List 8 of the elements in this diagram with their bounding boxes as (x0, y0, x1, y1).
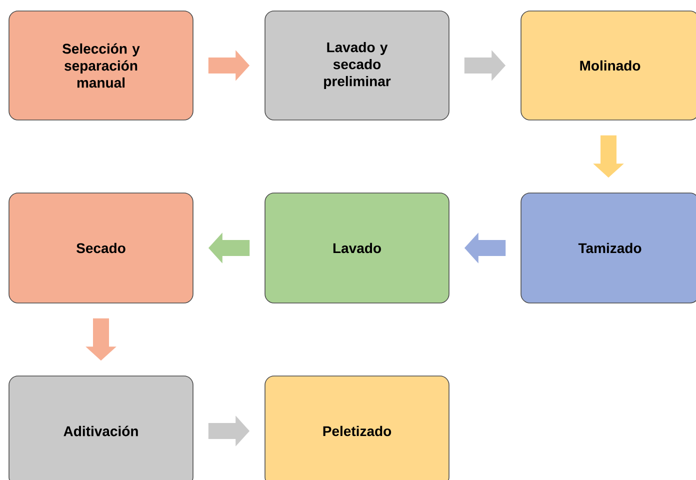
process-box: Tamizado (520, 192, 696, 304)
process-box: Molinado (520, 10, 696, 120)
process-box: Lavado y secado preliminar (264, 10, 450, 120)
process-box: Lavado (264, 192, 450, 304)
process-box: Peletizado (264, 376, 450, 480)
process-box: Secado (8, 192, 194, 304)
process-box: Selección y separación manual (8, 10, 194, 120)
process-box: Aditivación (8, 376, 194, 480)
